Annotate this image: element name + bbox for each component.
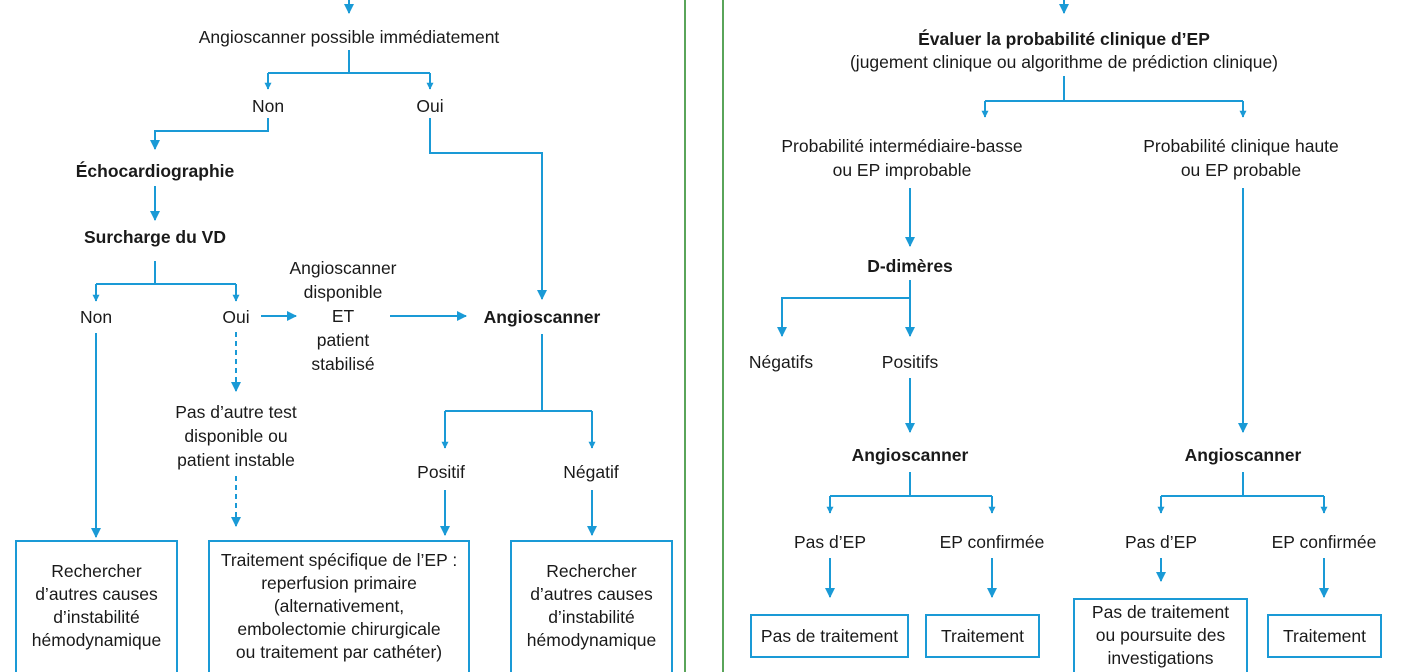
label-angioscanner-left: Angioscanner: [483, 307, 601, 327]
label-rv-overload: Surcharge du VD: [84, 227, 226, 247]
label-no-pe-2: Pas d’EP: [1125, 532, 1197, 552]
arrow-oui-to-angioscanner: [429, 118, 547, 300]
label-prob-low: Probabilité intermédiaire-basse ou EP im…: [781, 136, 1023, 180]
box-treatment-2: Traitement: [1267, 614, 1382, 658]
box-other-causes-1: Rechercher d’autres causes d’instabilité…: [15, 540, 178, 672]
branch-evaluate: [985, 76, 1243, 102]
label-positif: Positif: [417, 462, 465, 482]
label-positifs: Positifs: [881, 352, 939, 372]
label-d-dimers: D-dimères: [867, 256, 953, 276]
label-angioscanner-right-2: Angioscanner: [1184, 445, 1302, 465]
arrow-non-to-echo: [150, 118, 269, 150]
box-specific-treatment: Traitement spécifique de l’EP : reperfus…: [208, 540, 470, 672]
label-angioscanner-right-1: Angioscanner: [851, 445, 969, 465]
label-negatif: Négatif: [563, 462, 619, 482]
label-no-other-test: Pas d’autre test disponible ou patient i…: [175, 402, 297, 470]
box-other-causes-2: Rechercher d’autres causes d’instabilité…: [510, 540, 673, 672]
label-non-2: Non: [79, 307, 113, 327]
box-treatment-1: Traitement: [925, 614, 1040, 658]
branch-surcharge: [96, 261, 236, 285]
label-ct-possible: Angioscanner possible immédiatement: [198, 27, 500, 47]
branch-angioscanner-left: [445, 334, 592, 412]
label-evaluate-subtitle: (jugement clinique ou algorithme de préd…: [849, 52, 1279, 72]
label-evaluate-probability: Évaluer la probabilité clinique d’EP: [918, 29, 1210, 49]
right-panel-frame: [722, 0, 1404, 672]
label-pe-confirmed-2: EP confirmée: [1271, 532, 1377, 552]
box-no-treatment-or-followup: Pas de traitement ou poursuite des inves…: [1073, 598, 1248, 672]
label-echocardiography: Échocardiographie: [75, 161, 235, 181]
branch-angioscanner-r2: [1161, 472, 1324, 497]
label-oui-2: Oui: [222, 307, 250, 327]
label-negatifs: Négatifs: [748, 352, 814, 372]
label-prob-high: Probabilité clinique haute ou EP probabl…: [1143, 136, 1339, 180]
label-pe-confirmed-1: EP confirmée: [939, 532, 1045, 552]
label-oui-1: Oui: [416, 96, 444, 116]
label-non-1: Non: [251, 96, 285, 116]
branch-ct-possible: [268, 50, 430, 74]
label-no-pe-1: Pas d’EP: [794, 532, 866, 552]
box-no-treatment: Pas de traitement: [750, 614, 909, 658]
branch-angioscanner-r1: [830, 472, 992, 497]
left-panel-frame: [0, 0, 686, 672]
arrow-ddimers-to-negatifs: [777, 297, 910, 337]
label-ct-available-stabilized: Angioscanner disponible ET patient stabi…: [289, 258, 397, 374]
